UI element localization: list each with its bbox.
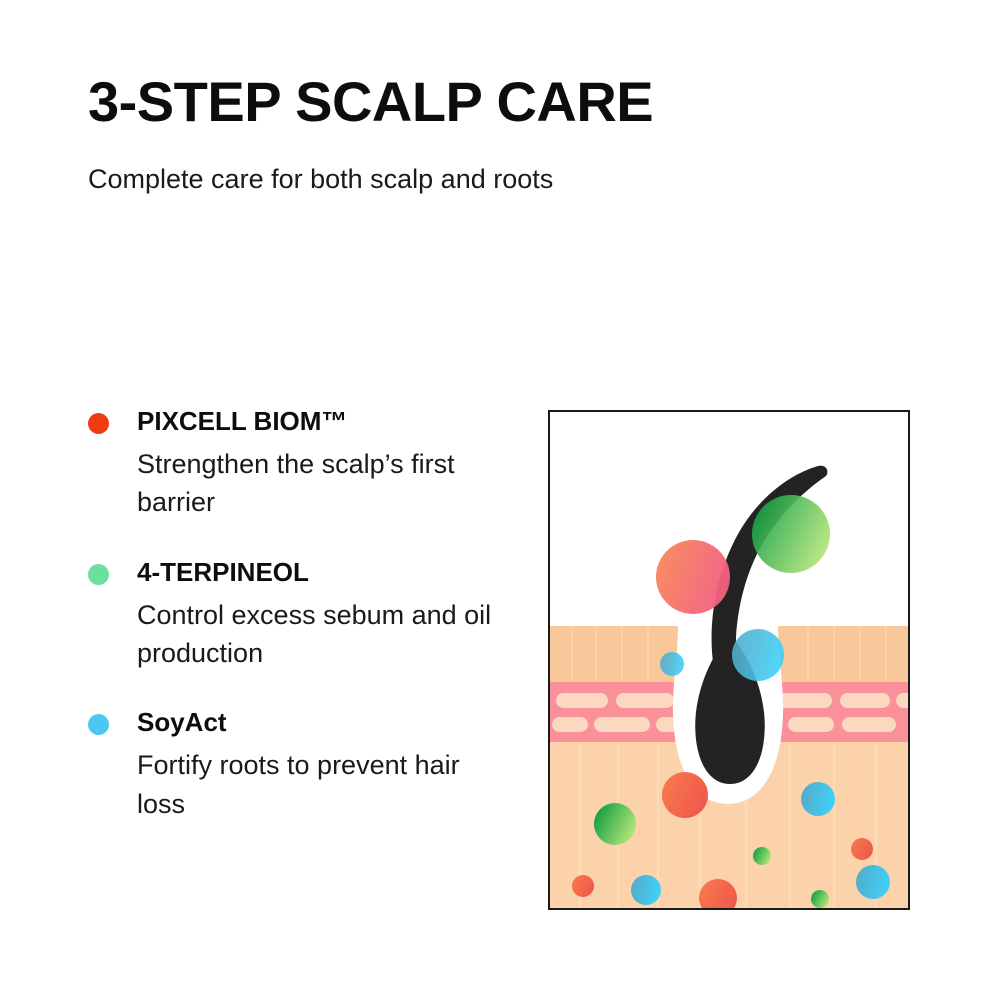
ingredient-description: Strengthen the scalp’s first barrier: [137, 449, 455, 518]
list-item: PIXCELL BIOM™ Strengthen the scalp’s fir…: [88, 404, 508, 522]
list-item-body: 4-TERPINEOL Control excess sebum and oil…: [88, 555, 508, 673]
header: 3-STEP SCALP CARE Complete care for both…: [88, 74, 788, 193]
particle-blue-hypodermis-1: [801, 782, 835, 816]
bullet-dot-icon: [88, 714, 109, 736]
particle-green-hypodermis-1: [594, 803, 636, 845]
page-subtitle: Complete care for both scalp and roots: [88, 164, 554, 194]
bullet-dot-icon: [88, 413, 109, 434]
ingredient-name: PIXCELL BIOM™: [137, 406, 348, 436]
page-title: 3-STEP SCALP CARE: [88, 70, 654, 133]
particle-red-hypodermis-4: [699, 879, 737, 908]
benefits-list: PIXCELL BIOM™ Strengthen the scalp’s fir…: [88, 404, 508, 823]
list-item-body: SoyAct Fortify roots to prevent hair los…: [88, 705, 508, 823]
list-item-body: PIXCELL BIOM™ Strengthen the scalp’s fir…: [88, 404, 508, 522]
particle-red-hypodermis-1: [662, 772, 708, 818]
list-item: 4-TERPINEOL Control excess sebum and oil…: [88, 555, 508, 673]
ingredient-name: SoyAct: [137, 707, 227, 738]
list-item: SoyAct Fortify roots to prevent hair los…: [88, 705, 508, 823]
epidermis-striations: [571, 626, 887, 682]
particle-blue-epidermis: [660, 652, 684, 676]
skin-diagram-svg: [550, 412, 908, 908]
ingredient-name: 4-TERPINEOL: [137, 556, 309, 587]
scalp-cross-section-illustration: [548, 410, 910, 910]
particle-green-hypodermis-2: [753, 847, 771, 865]
particle-red-hypodermis-3: [572, 875, 594, 897]
particle-blue-hypodermis-3: [856, 865, 890, 899]
ingredient-description: Fortify roots to prevent hair loss: [137, 750, 460, 819]
particle-red-large: [656, 540, 730, 614]
bullet-dot-icon: [88, 563, 109, 585]
ingredient-description: Control excess sebum and oil production: [137, 599, 492, 668]
particle-blue-follicle: [732, 629, 784, 681]
particle-green-hypodermis-3: [811, 890, 829, 908]
particle-red-hypodermis-2: [851, 838, 873, 860]
particle-blue-hypodermis-2: [631, 875, 661, 905]
particle-green-large: [752, 495, 830, 573]
